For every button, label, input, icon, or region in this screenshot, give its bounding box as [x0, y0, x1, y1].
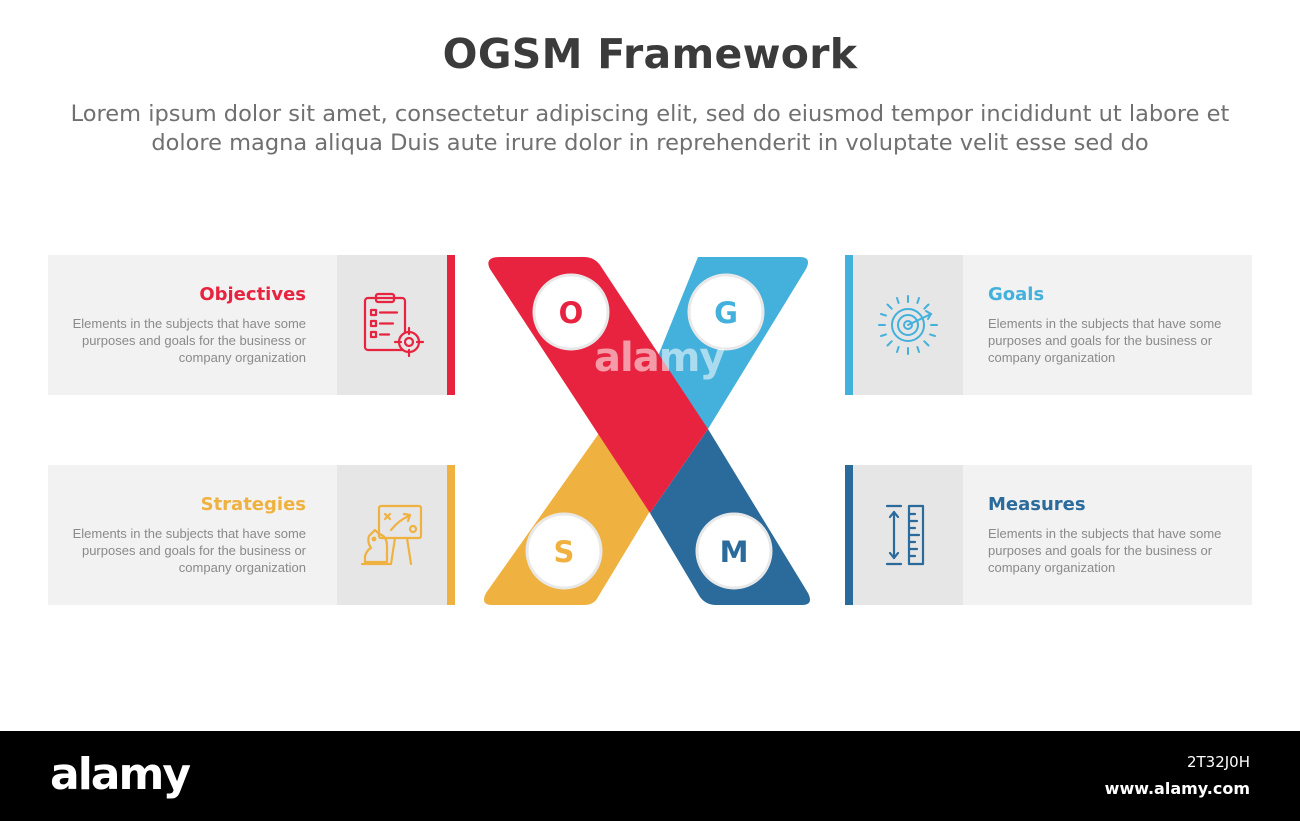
goals-heading: Goals [988, 284, 1045, 305]
goals-accent-bar [845, 255, 853, 395]
strategies-heading: Strategies [200, 494, 306, 515]
footer-image-id: 2T32J0H [1186, 753, 1250, 771]
objectives-heading: Objectives [199, 284, 306, 305]
target-dartboard-icon [873, 290, 943, 360]
footer-url: www.alamy.com [1104, 779, 1250, 798]
goals-card: Goals Elements in the subjects that have… [845, 255, 1252, 395]
ogsm-x-diagram: O G S M [470, 245, 830, 615]
measures-description: Elements in the subjects that have some … [988, 526, 1222, 575]
chess-knight-strategy-board-icon [357, 500, 427, 570]
strategies-letter-circle [525, 512, 603, 590]
strategies-letter: S [554, 535, 575, 569]
objectives-letter-circle [532, 273, 610, 351]
goals-description: Elements in the subjects that have some … [988, 316, 1222, 365]
strategies-accent-bar [447, 465, 455, 605]
clipboard-checklist-target-icon [357, 290, 427, 360]
strategies-card: Strategies Elements in the subjects that… [48, 465, 455, 605]
measures-icon-box [853, 465, 963, 605]
objectives-accent-bar [447, 255, 455, 395]
objectives-description: Elements in the subjects that have some … [72, 316, 306, 365]
measures-letter: M [720, 535, 749, 569]
page-title: OGSM Framework [442, 30, 858, 78]
measures-card: Measures Elements in the subjects that h… [845, 465, 1252, 605]
objectives-letter: O [559, 296, 584, 330]
footer-logo: alamy [50, 749, 191, 800]
measures-letter-circle [695, 512, 773, 590]
measures-accent-bar [845, 465, 853, 605]
objectives-icon-box [337, 255, 447, 395]
watermark: alamy [594, 335, 725, 381]
goals-icon-box [853, 255, 963, 395]
goals-letter-circle [687, 273, 765, 351]
footer-bar: alamy 2T32J0H www.alamy.com [0, 731, 1300, 821]
objectives-card: Objectives Elements in the subjects that… [48, 255, 455, 395]
strategies-icon-box [337, 465, 447, 605]
ruler-measure-icon [873, 500, 943, 570]
page-subtitle: Lorem ipsum dolor sit amet, consectetur … [70, 101, 1230, 156]
goals-letter: G [714, 296, 738, 330]
strategies-description: Elements in the subjects that have some … [72, 526, 306, 575]
measures-heading: Measures [988, 494, 1086, 515]
